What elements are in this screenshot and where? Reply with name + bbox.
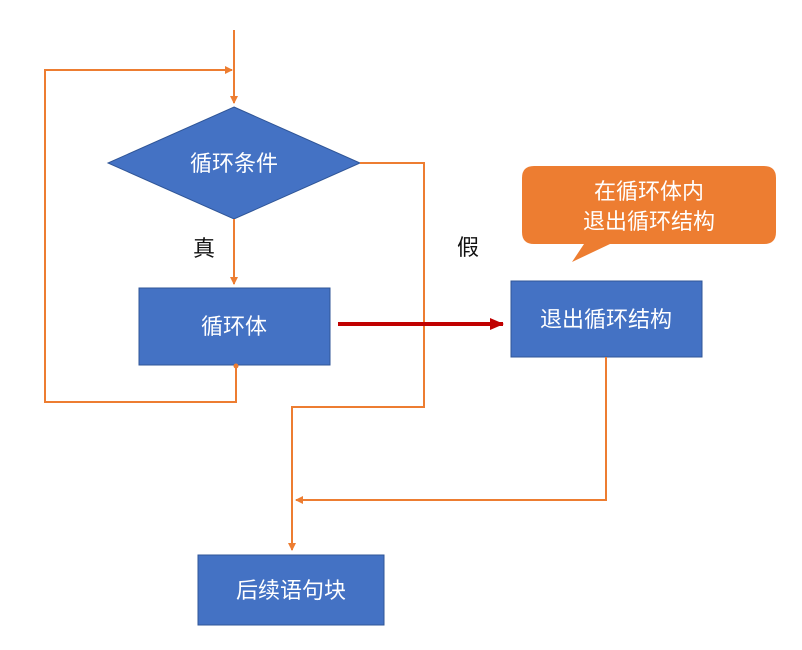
callout-line2: 退出循环结构 [583, 210, 715, 235]
exit-merge-connector [295, 357, 607, 504]
loop-body-connector-dot [233, 363, 239, 369]
callout-bubble [522, 166, 776, 262]
exit-loop-box [510, 280, 703, 358]
loop-body-box [138, 287, 331, 366]
subsequent-statements-label: 后续语句块 [236, 579, 346, 604]
condition-label: 循环条件 [190, 152, 278, 177]
true-label: 真 [193, 237, 215, 262]
callout-line1: 在循环体内 [594, 180, 704, 205]
false-label: 假 [457, 236, 479, 261]
loop-back-connector [44, 66, 237, 403]
false-connector [288, 162, 425, 551]
exit-loop-label: 退出循环结构 [540, 308, 672, 333]
loop-body-label: 循环体 [201, 315, 267, 340]
subsequent-statements-box [197, 554, 385, 626]
